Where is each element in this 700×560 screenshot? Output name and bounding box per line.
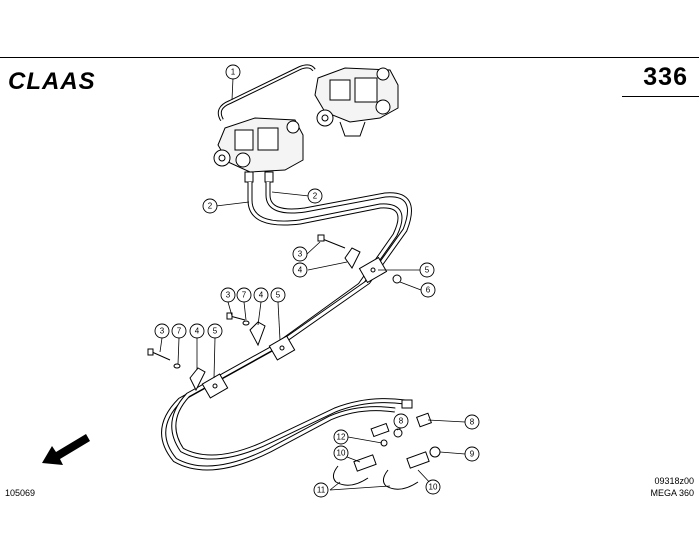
- svg-text:4: 4: [259, 291, 264, 300]
- svg-text:7: 7: [177, 327, 182, 336]
- valve-block-lower: [213, 117, 304, 183]
- svg-text:7: 7: [242, 291, 247, 300]
- svg-text:10: 10: [337, 449, 346, 458]
- svg-text:2: 2: [208, 202, 213, 211]
- svg-text:1: 1: [231, 68, 236, 77]
- svg-text:8: 8: [470, 418, 475, 427]
- callout-7: 7: [236, 287, 252, 303]
- callout-10: 10: [333, 445, 349, 461]
- svg-text:5: 5: [425, 266, 430, 275]
- svg-text:5: 5: [213, 327, 218, 336]
- svg-text:3: 3: [298, 250, 303, 259]
- svg-text:12: 12: [337, 433, 346, 442]
- svg-text:4: 4: [195, 327, 200, 336]
- callout-6: 6: [420, 282, 436, 298]
- callout-4: 4: [292, 262, 308, 278]
- callout-3: 3: [220, 287, 236, 303]
- svg-text:2: 2: [313, 192, 318, 201]
- arrow-down-left-icon: [42, 434, 90, 465]
- callout-7: 7: [171, 323, 187, 339]
- callout-5: 5: [419, 262, 435, 278]
- callout-2: 2: [202, 198, 218, 214]
- svg-text:10: 10: [429, 483, 438, 492]
- callout-5: 5: [270, 287, 286, 303]
- svg-text:4: 4: [298, 266, 303, 275]
- callout-12: 12: [333, 429, 349, 445]
- model-name: MEGA 360: [650, 488, 694, 498]
- footer-left-code: 105069: [5, 488, 36, 498]
- clamp-upper: [358, 256, 388, 284]
- callout-11: 11: [313, 482, 329, 498]
- drawing-frame: [0, 57, 699, 505]
- callouts: 1 2 2 3 4 5 6 3 7 4 5 3 7 4 5 8 12 10 11…: [154, 64, 480, 498]
- callout-5: 5: [207, 323, 223, 339]
- page-number: 336: [643, 63, 688, 91]
- svg-text:9: 9: [470, 450, 475, 459]
- callout-3: 3: [292, 246, 308, 262]
- callout-8: 8: [464, 414, 480, 430]
- callout-8: 8: [393, 413, 409, 429]
- brand-text: CLAAS: [8, 70, 96, 92]
- svg-text:11: 11: [317, 486, 326, 495]
- svg-text:3: 3: [226, 291, 231, 300]
- callout-4: 4: [189, 323, 205, 339]
- callout-4: 4: [253, 287, 269, 303]
- svg-text:5: 5: [276, 291, 281, 300]
- valve-block-upper: [314, 67, 399, 137]
- clamp-middle: [268, 335, 296, 361]
- page-number-rule: [622, 96, 699, 97]
- callout-9: 9: [464, 446, 480, 462]
- svg-text:3: 3: [160, 327, 165, 336]
- clamp-lower: [201, 373, 229, 399]
- svg-text:8: 8: [399, 417, 404, 426]
- claas-logo: CLAAS: [8, 70, 96, 92]
- svg-text:6: 6: [426, 286, 431, 295]
- callout-3: 3: [154, 323, 170, 339]
- callout-1: 1: [225, 64, 241, 80]
- callout-2: 2: [307, 188, 323, 204]
- callout-10: 10: [425, 479, 441, 495]
- drawing-code: 09318z00: [654, 476, 694, 486]
